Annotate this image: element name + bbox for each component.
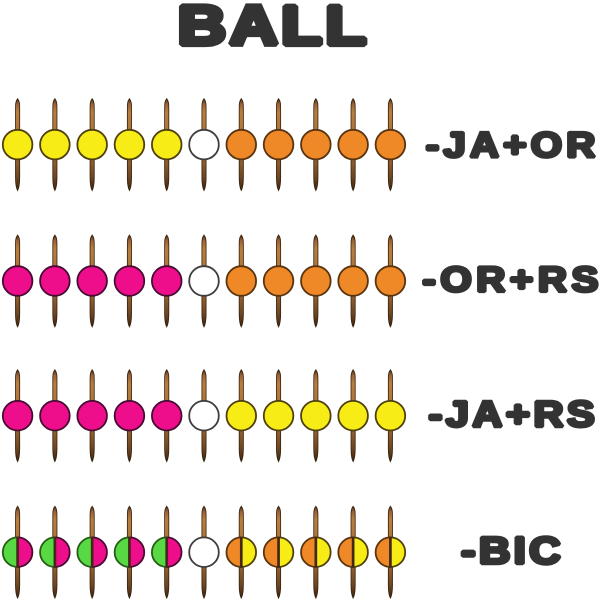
svg-text:-JA+RS: -JA+RS <box>429 395 595 435</box>
svg-text:-JA+OR: -JA+OR <box>426 125 596 164</box>
svg-text:-OR+RS: -OR+RS <box>422 260 598 299</box>
svg-text:BALL: BALL <box>178 0 367 57</box>
